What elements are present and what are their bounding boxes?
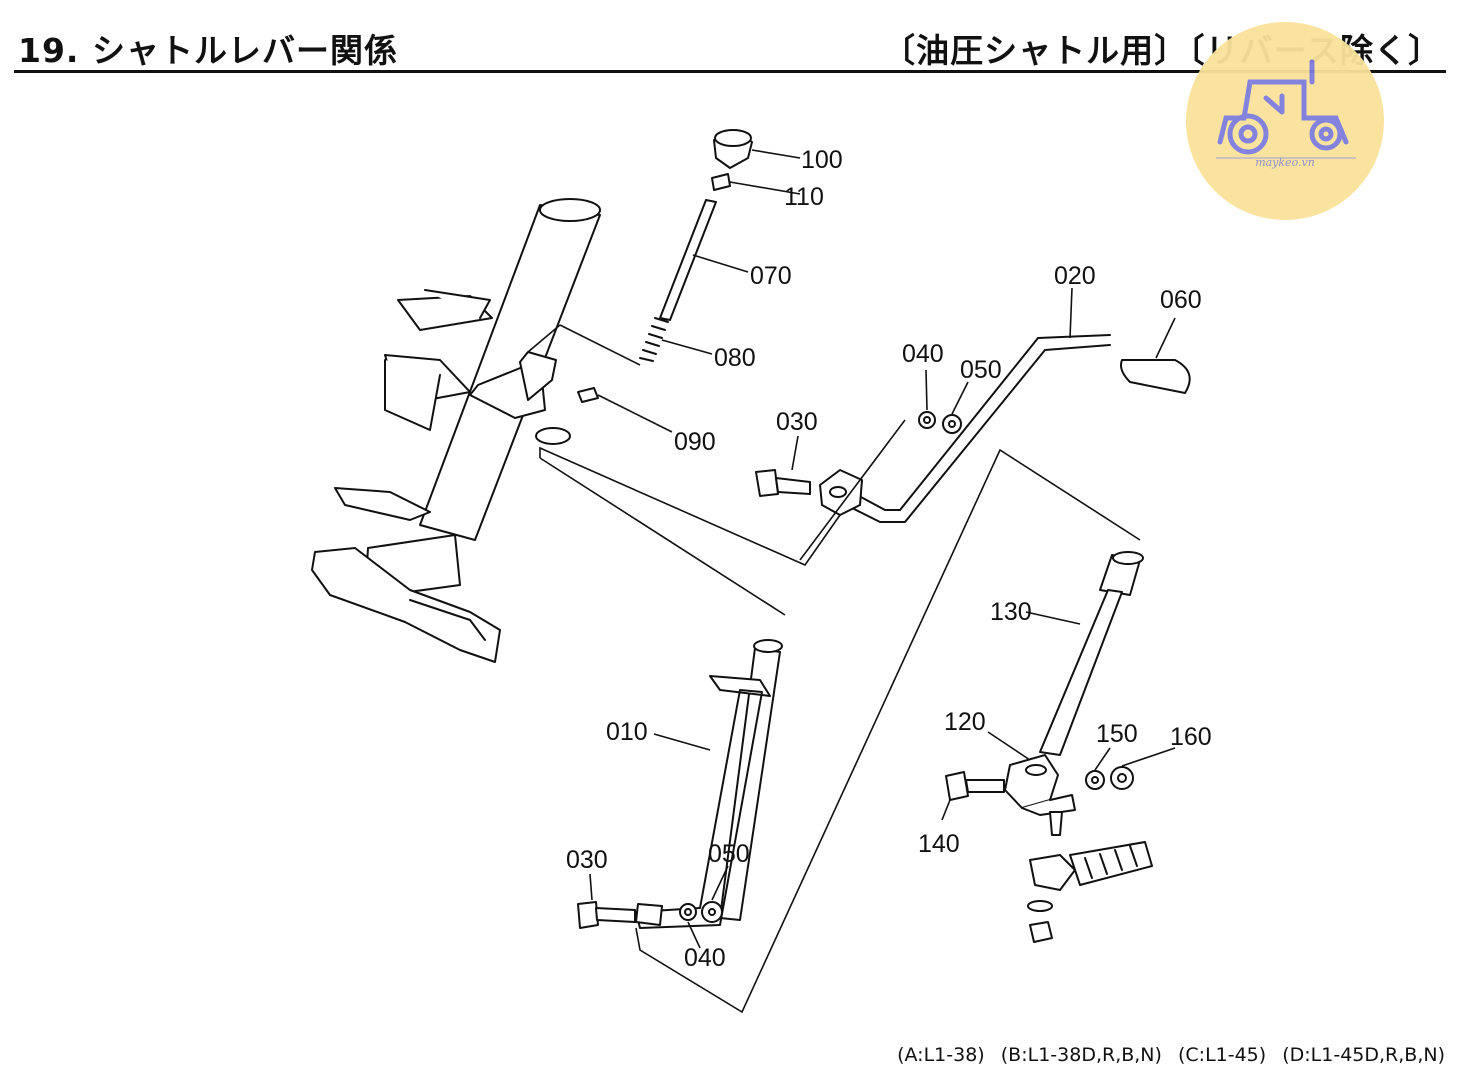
part-030-bolt-lower bbox=[577, 901, 636, 929]
model-b: (B:L1-38D,R,B,N) bbox=[1000, 1044, 1162, 1066]
part-070-rod bbox=[659, 199, 717, 321]
part-030-bolt-upper bbox=[755, 469, 811, 497]
label-130: 130 bbox=[990, 598, 1032, 626]
part-090-pin bbox=[577, 387, 599, 403]
part-110-nut bbox=[711, 173, 731, 191]
part-labels: 100 110 070 080 090 020 060 040 050 030 … bbox=[566, 146, 1212, 972]
label-140: 140 bbox=[918, 830, 960, 858]
label-010: 010 bbox=[606, 718, 648, 746]
watermark-logo: maykeo.vn bbox=[1186, 22, 1384, 220]
part-050-nut-upper bbox=[942, 414, 962, 434]
tractor-icon bbox=[1216, 59, 1356, 159]
label-120: 120 bbox=[944, 708, 986, 736]
label-100: 100 bbox=[801, 146, 843, 174]
label-050-lower: 050 bbox=[708, 840, 750, 868]
label-060: 060 bbox=[1160, 286, 1202, 314]
part-120-clamp bbox=[1004, 754, 1076, 816]
model-c: (C:L1-45) bbox=[1177, 1044, 1267, 1066]
part-100-knob bbox=[713, 129, 753, 169]
label-050-upper: 050 bbox=[960, 356, 1002, 384]
part-020-boss bbox=[819, 469, 863, 516]
label-040-upper: 040 bbox=[902, 340, 944, 368]
part-060-grip bbox=[1120, 359, 1191, 394]
model-legend: (A:L1-38) (B:L1-38D,R,B,N) (C:L1-45) (D:… bbox=[887, 1044, 1445, 1066]
part-150-washer bbox=[1085, 770, 1105, 790]
part-080-spring bbox=[639, 317, 669, 362]
label-030-upper: 030 bbox=[776, 408, 818, 436]
model-a: (A:L1-38) bbox=[897, 1044, 985, 1066]
cable-end bbox=[1027, 811, 1153, 943]
part-010-shaft bbox=[635, 639, 783, 929]
part-020-lever bbox=[839, 334, 1111, 523]
model-d: (D:L1-45D,R,B,N) bbox=[1282, 1044, 1445, 1066]
page-title: 19. シャトルレバー関係 bbox=[18, 31, 398, 70]
label-160: 160 bbox=[1170, 723, 1212, 751]
label-150: 150 bbox=[1096, 720, 1138, 748]
part-160-nut bbox=[1110, 766, 1134, 790]
part-040-washer-upper bbox=[918, 411, 936, 429]
part-040-washer-lower bbox=[679, 903, 697, 921]
label-030-lower: 030 bbox=[566, 846, 608, 874]
label-090: 090 bbox=[674, 428, 716, 456]
label-110: 110 bbox=[784, 183, 824, 211]
label-070: 070 bbox=[750, 262, 792, 290]
label-020: 020 bbox=[1054, 262, 1096, 290]
part-130-rod bbox=[1039, 551, 1144, 756]
steering-column-assembly bbox=[311, 198, 601, 663]
part-050-nut-lower bbox=[701, 901, 723, 923]
label-080: 080 bbox=[714, 344, 756, 372]
logo-text: maykeo.vn bbox=[1255, 156, 1315, 169]
label-040-lower: 040 bbox=[684, 944, 726, 972]
part-140-bolt bbox=[945, 771, 1005, 801]
